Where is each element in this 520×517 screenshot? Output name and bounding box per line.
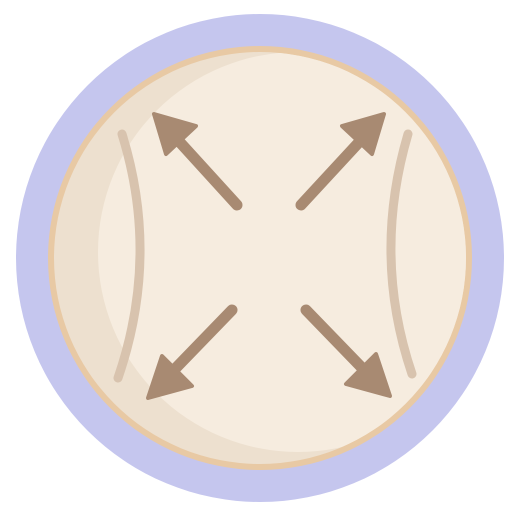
icon-canvas — [0, 0, 520, 517]
expand-arrows-circle-icon — [0, 0, 520, 517]
